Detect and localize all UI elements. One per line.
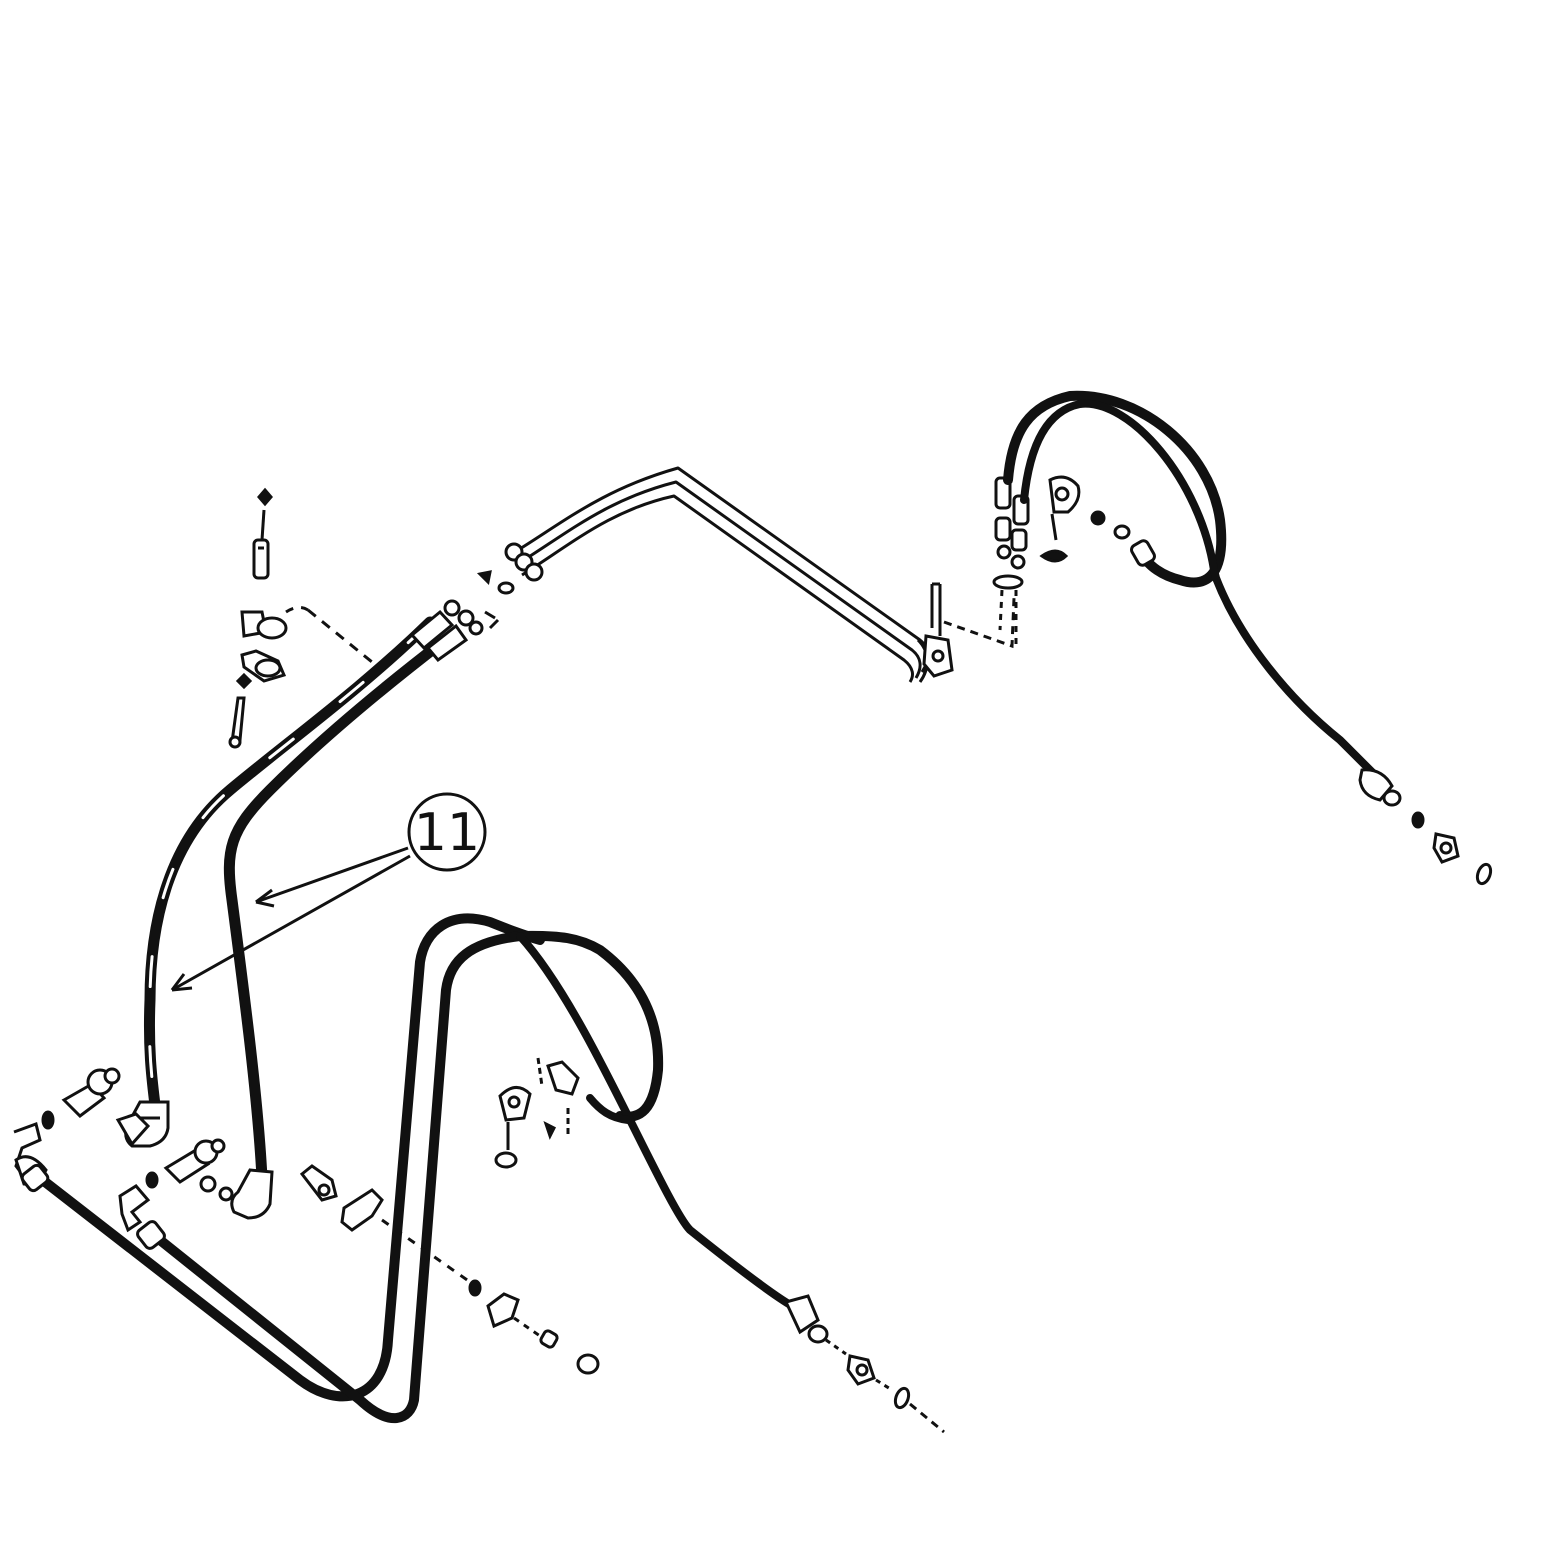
lower-left-fittings xyxy=(13,1067,234,1250)
arrowhead-right-hose xyxy=(255,888,275,908)
hose-top-connectors xyxy=(409,599,500,663)
middle-hose-loop xyxy=(516,932,800,1312)
leader-line-right-hose xyxy=(255,846,409,904)
arrowhead-left-hose xyxy=(170,973,193,992)
upper-left-fittings xyxy=(228,487,373,749)
right-hose-loop xyxy=(1003,390,1384,784)
lower-center-fittings xyxy=(299,1164,600,1375)
right-hose-end-fitting xyxy=(230,1168,274,1220)
callout-11: 11 xyxy=(170,792,487,992)
leader-line-left-hose xyxy=(171,854,411,992)
rigid-tube-right-block xyxy=(922,582,1016,678)
rigid-tube-left-fittings xyxy=(476,542,544,595)
right-hose-loop-fittings xyxy=(1090,510,1493,886)
right-hose xyxy=(223,634,451,1184)
upper-right-fittings xyxy=(992,475,1081,650)
left-hose xyxy=(143,616,436,1111)
callout-label: 11 xyxy=(414,803,480,863)
callout-circle xyxy=(407,792,487,872)
rigid-tube-bundle xyxy=(509,466,930,683)
middle-hose-fittings xyxy=(494,1057,945,1434)
lower-u-hoses xyxy=(35,913,664,1423)
